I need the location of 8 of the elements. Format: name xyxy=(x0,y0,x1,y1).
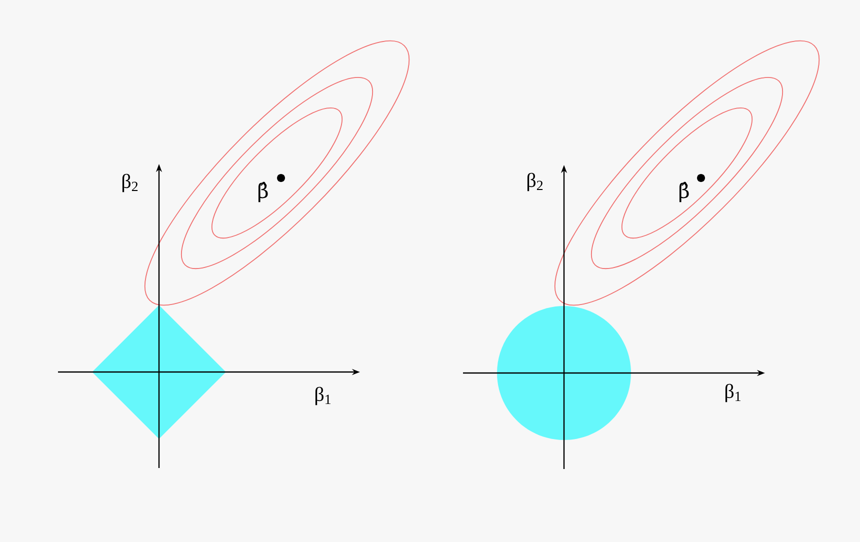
axis-label: β$_{1}$ xyxy=(725,384,740,402)
axis-label: β$_{2}$ xyxy=(527,172,543,192)
axis-label: β$_{1}$ xyxy=(315,386,330,406)
estimate-label: β̂ xyxy=(679,182,689,202)
estimate-label: β̂ xyxy=(258,182,268,202)
circle-region xyxy=(497,306,631,440)
diamond-region xyxy=(92,305,226,439)
axis-label: β$_{2}$ xyxy=(122,174,138,192)
